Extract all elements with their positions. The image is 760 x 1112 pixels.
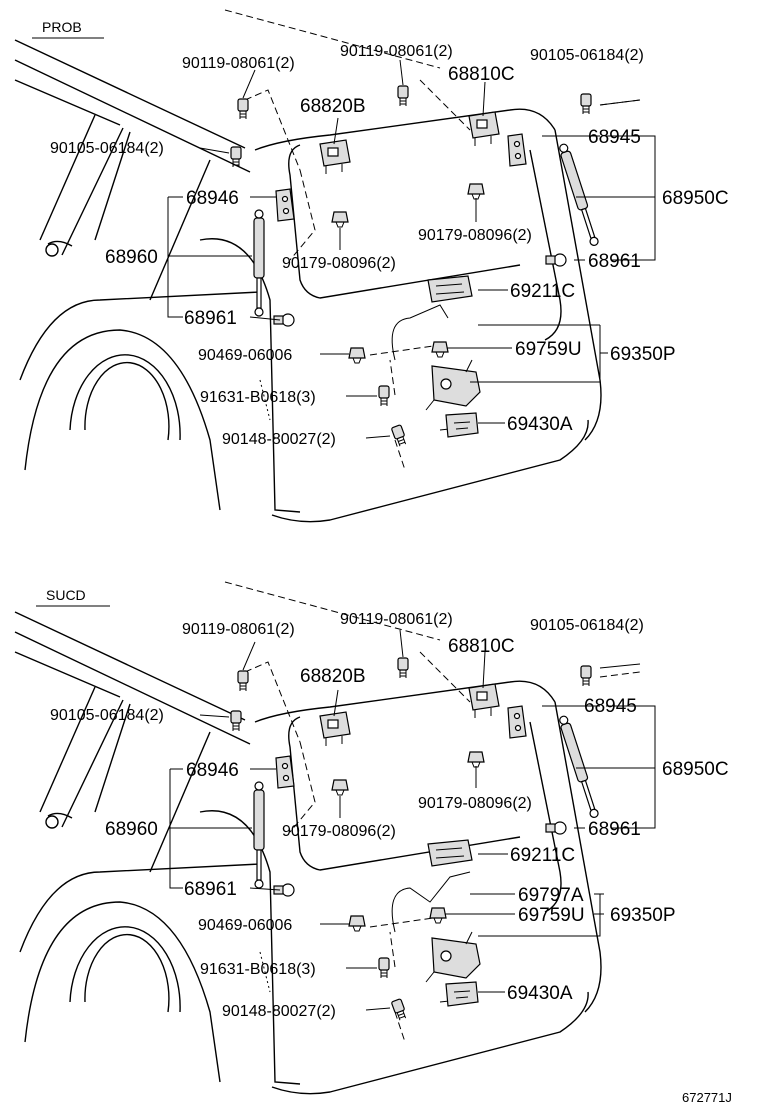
bolt-icon xyxy=(237,670,249,692)
gas-stay-icon xyxy=(253,209,265,317)
bolt-icon xyxy=(580,665,592,687)
part-number-label: 68960 xyxy=(105,819,158,840)
hinge-icon xyxy=(319,711,351,747)
part-number-label: 68810C xyxy=(448,64,515,85)
part-number-label: 68810C xyxy=(448,636,515,657)
part-number-label: 90105-06184(2) xyxy=(530,617,644,634)
part-number-label: 69350P xyxy=(610,344,676,365)
part-number-label: 90148-80027(2) xyxy=(222,431,336,448)
part-number-label: 90469-06006 xyxy=(198,347,292,364)
handle-icon xyxy=(427,839,473,867)
part-number-label: 68960 xyxy=(105,247,158,268)
part-number-label: 68945 xyxy=(584,696,637,717)
part-number-label: 69211C xyxy=(510,845,575,866)
bolt-icon xyxy=(237,98,249,120)
bush-icon xyxy=(431,341,449,358)
part-number-label: 68820B xyxy=(300,666,366,687)
bush-icon xyxy=(429,907,447,924)
ball-stud-icon xyxy=(545,821,567,835)
screw-icon xyxy=(390,998,409,1022)
part-number-label: 90179-08096(2) xyxy=(282,823,396,840)
clip-icon xyxy=(331,211,349,228)
bolt-icon xyxy=(230,710,242,732)
part-number-label: 69797A xyxy=(518,885,584,906)
illustration-number: 672771J xyxy=(682,1090,732,1105)
part-number-label: 90105-06184(2) xyxy=(50,707,164,724)
part-number-label: 68961 xyxy=(184,879,237,900)
part-number-label: 68945 xyxy=(588,127,641,148)
part-number-label: 69430A xyxy=(507,414,573,435)
part-number-label: 90119-08061(2) xyxy=(182,621,295,638)
part-number-label: 68950C xyxy=(662,759,729,780)
part-number-label: 68961 xyxy=(588,819,641,840)
section-code-label: SUCD xyxy=(46,587,86,603)
part-number-label: 69759U xyxy=(515,339,582,360)
clip-icon xyxy=(331,779,349,796)
bolt-icon xyxy=(230,146,242,168)
lock-icon xyxy=(425,931,481,983)
part-number-label: 90105-06184(2) xyxy=(50,140,164,157)
part-number-label: 91631-B0618(3) xyxy=(200,389,316,406)
part-number-label: 68961 xyxy=(184,308,237,329)
part-number-label: 90179-08096(2) xyxy=(418,795,532,812)
part-number-label: 69211C xyxy=(510,281,575,302)
part-number-label: 90469-06006 xyxy=(198,917,292,934)
bolt-icon xyxy=(397,657,409,679)
lock-icon xyxy=(425,359,481,411)
section-prob: PROB xyxy=(14,9,729,523)
hinge-icon xyxy=(468,683,500,719)
part-number-label: 90119-08061(2) xyxy=(340,43,453,60)
part-number-label: 90179-08096(2) xyxy=(282,255,396,272)
striker-icon xyxy=(445,981,479,1007)
part-number-label: 69759U xyxy=(518,905,585,926)
gas-stay-icon xyxy=(557,142,601,248)
part-number-label: 91631-B0618(3) xyxy=(200,961,316,978)
clip-icon xyxy=(348,915,366,932)
cable-icon xyxy=(391,304,449,361)
gas-stay-icon xyxy=(253,781,265,889)
hinge-icon xyxy=(319,139,351,175)
part-number-label: 90119-08061(2) xyxy=(182,55,295,72)
part-number-label: 68946 xyxy=(186,760,239,781)
striker-icon xyxy=(445,412,479,438)
bracket-icon xyxy=(507,705,527,739)
part-number-label: 68946 xyxy=(186,188,239,209)
bracket-icon xyxy=(507,133,527,167)
part-number-label: 90119-08061(2) xyxy=(340,611,453,628)
hinge-icon xyxy=(468,111,500,147)
part-number-label: 90179-08096(2) xyxy=(418,227,532,244)
part-number-label: 90148-80027(2) xyxy=(222,1003,336,1020)
gas-stay-icon xyxy=(557,714,601,820)
cable-icon xyxy=(391,871,471,933)
part-number-label: 68820B xyxy=(300,96,366,117)
part-number-label: 69430A xyxy=(507,983,573,1004)
part-number-label: 68950C xyxy=(662,188,729,209)
handle-icon xyxy=(427,275,473,303)
screw-icon xyxy=(390,424,409,448)
bolt-icon xyxy=(378,957,390,979)
section-sucd: SUCD xyxy=(14,581,729,1095)
part-number-label: 90105-06184(2) xyxy=(530,47,644,64)
clip-icon xyxy=(348,347,366,364)
bolt-icon xyxy=(580,93,592,115)
ball-stud-icon xyxy=(545,253,567,267)
bolt-icon xyxy=(397,85,409,107)
part-number-label: 68961 xyxy=(588,251,641,272)
section-code-label: PROB xyxy=(42,19,82,35)
clip-icon xyxy=(467,751,485,768)
clip-icon xyxy=(467,183,485,200)
part-number-label: 69350P xyxy=(610,905,676,926)
bolt-icon xyxy=(378,385,390,407)
